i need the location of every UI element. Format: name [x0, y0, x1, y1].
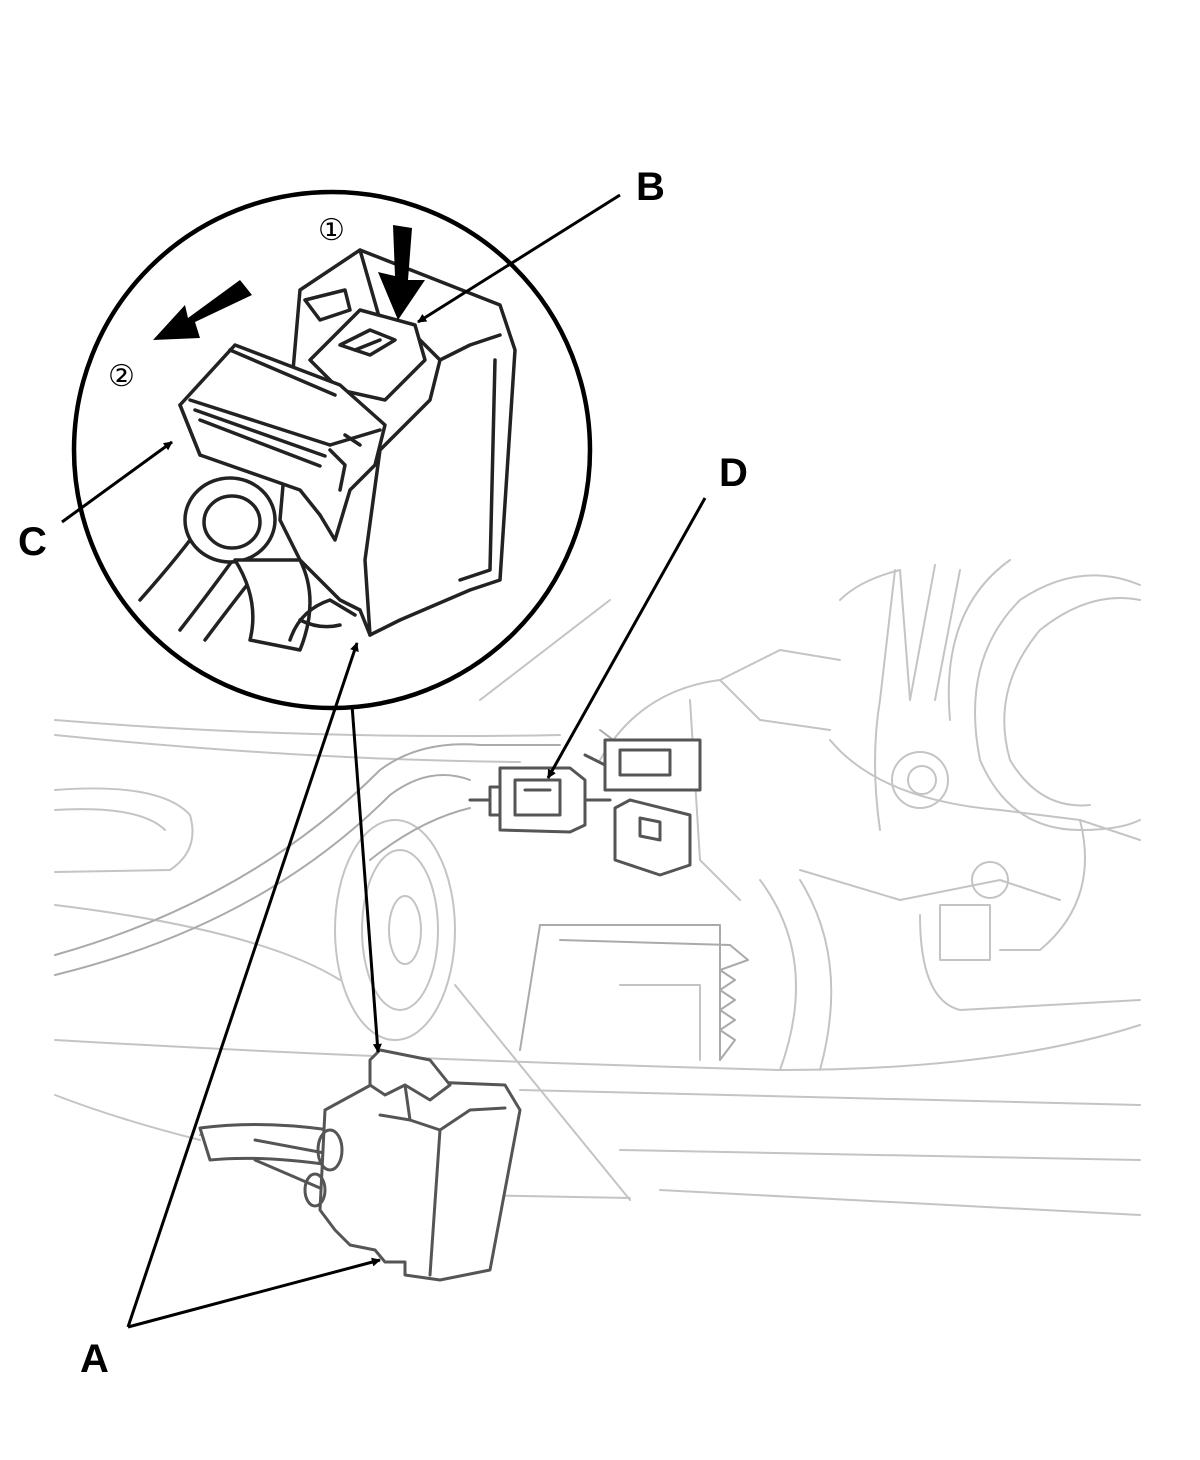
leader-a-part	[127, 1257, 381, 1329]
leader-d	[546, 497, 707, 779]
leader-c	[61, 440, 173, 524]
slider-c	[178, 343, 387, 542]
leader-a-detail	[126, 642, 359, 1328]
leader-lines	[61, 193, 707, 1329]
callout-d: D	[719, 451, 748, 495]
connector-a	[198, 1048, 522, 1282]
step-2-label: ②	[108, 359, 135, 394]
detail-view: ① ②	[71, 189, 593, 711]
callout-b: B	[636, 165, 665, 209]
slide-out-arrow	[153, 280, 252, 340]
callout-c: C	[18, 520, 47, 564]
leader-b	[417, 193, 621, 324]
lock-tab-b	[308, 308, 427, 402]
step-1-label: ①	[318, 213, 345, 248]
callout-a: A	[80, 1337, 109, 1381]
detail-cable	[138, 476, 312, 652]
detail-to-part-arrow	[350, 704, 382, 1053]
connector-d	[468, 738, 702, 877]
push-down-arrow	[378, 225, 425, 320]
